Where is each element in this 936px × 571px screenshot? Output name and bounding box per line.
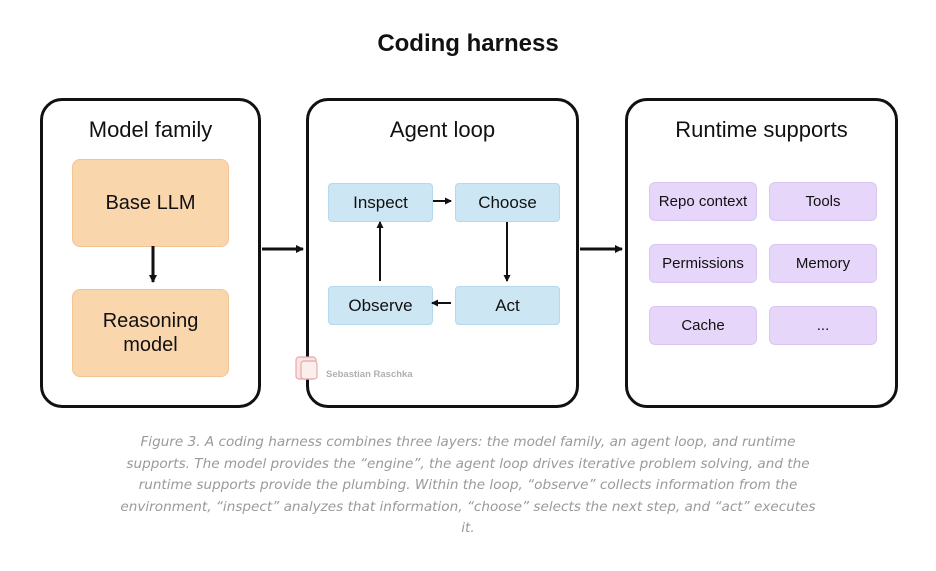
inspect-box: Inspect: [328, 183, 433, 222]
diagram-title: Coding harness: [377, 30, 559, 57]
reasoning-model-label: Reasoning model: [102, 310, 199, 356]
tools-box: Tools: [769, 182, 877, 221]
watermark-text: Sebastian Raschka: [326, 369, 413, 380]
choose-label: Choose: [478, 192, 537, 212]
inspect-label: Inspect: [353, 192, 408, 212]
base-llm-box: Base LLM: [72, 159, 229, 247]
base-llm-label: Base LLM: [105, 192, 196, 214]
observe-label: Observe: [348, 295, 413, 315]
runtime-supports-title: Runtime supports: [675, 117, 848, 142]
figure-caption: Figure 3. A coding harness combines thre…: [120, 434, 816, 536]
repo-context-box: Repo context: [649, 182, 757, 221]
model-family-title: Model family: [88, 117, 213, 142]
memory-label: Memory: [795, 255, 851, 272]
watermark-logo-icon: [295, 356, 318, 380]
tools-label: Tools: [805, 193, 841, 210]
memory-box: Memory: [769, 244, 877, 283]
agent-loop-panel: Agent loop Inspect Choose Observe Act: [306, 98, 579, 408]
permissions-box: Permissions: [649, 244, 757, 283]
act-box: Act: [455, 286, 560, 325]
agent-loop-title: Agent loop: [389, 117, 496, 142]
choose-box: Choose: [455, 183, 560, 222]
repo-context-label: Repo context: [658, 193, 748, 210]
runtime-supports-panel: Runtime supports Repo context Tools Perm…: [625, 98, 898, 408]
model-family-panel: Model family Base LLM Reasoning model: [40, 98, 261, 408]
cache-label: Cache: [681, 317, 725, 334]
act-label: Act: [495, 295, 520, 315]
permissions-label: Permissions: [662, 255, 744, 272]
reasoning-model-box: Reasoning model: [72, 289, 229, 377]
ellipsis-box: ...: [769, 306, 877, 345]
cache-box: Cache: [649, 306, 757, 345]
ellipsis-label: ...: [816, 317, 830, 334]
